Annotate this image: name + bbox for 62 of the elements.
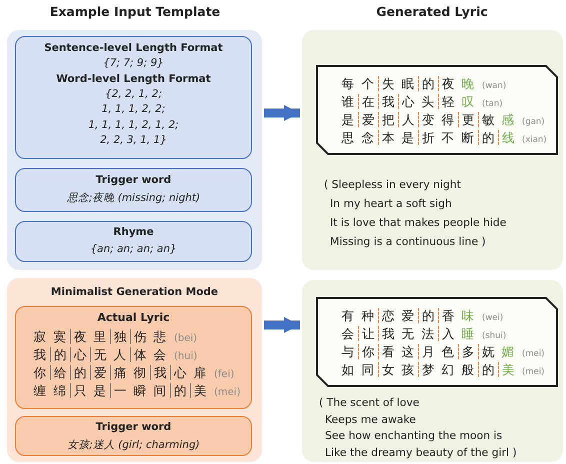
translation-line: Like the dreamy beauty of the girl ) bbox=[325, 446, 517, 458]
lyric-line: 会 让 我无法 入睡 bbox=[340, 326, 476, 341]
arrow bbox=[264, 105, 300, 121]
card-value: {an; an; an; an} bbox=[89, 243, 178, 255]
translation-line: ( Sleepless in every night bbox=[324, 178, 461, 191]
panel-heading: Minimalist Generation Mode bbox=[50, 286, 220, 298]
column-heading: Generated Lyric bbox=[376, 4, 488, 19]
card-heading: Trigger word bbox=[94, 421, 172, 433]
lyric-line: 思念 本是 折不断 的 线 bbox=[338, 130, 518, 145]
pinyin-note: (xian) bbox=[522, 135, 547, 145]
lyric-line: 如同 女孩 梦幻般 的 美 bbox=[338, 362, 518, 377]
pinyin-note: (wei) bbox=[482, 313, 504, 323]
lyric-line: 与 你 看这 月色 多 妩媚 bbox=[340, 344, 516, 359]
pinyin-note: (tan) bbox=[482, 99, 503, 109]
card-value: 1, 1, 1, 2, 2; bbox=[100, 103, 166, 116]
pinyin-note: (mei) bbox=[522, 367, 545, 377]
lyric-frame bbox=[15, 306, 252, 409]
input-card bbox=[15, 416, 252, 456]
translation-line: Missing is a continuous line ) bbox=[330, 235, 486, 248]
card-value: 女孩;迷人 (girl; charming) bbox=[66, 438, 201, 452]
translation-line: It is love that makes people hide bbox=[330, 216, 506, 229]
panel bbox=[7, 30, 262, 270]
lyric-line: 寂寞 夜里 独 伤悲 bbox=[32, 329, 168, 344]
column-heading: Example Input Template bbox=[50, 4, 220, 19]
input-card bbox=[15, 221, 252, 262]
card-value: 2, 2, 3, 1, 1} bbox=[99, 134, 168, 146]
input-card bbox=[15, 168, 252, 212]
card-value: 思念;夜晚 (missing; night) bbox=[66, 191, 202, 205]
card-heading: Sentence-level Length Format bbox=[43, 42, 224, 54]
pinyin-note: (wan) bbox=[482, 81, 506, 91]
lyric-frame bbox=[316, 65, 558, 155]
translation-line: In my heart a soft sigh bbox=[330, 197, 452, 210]
card-heading: Trigger word bbox=[94, 174, 172, 186]
lyric-line: 有种 恋爱 的 香味 bbox=[340, 308, 476, 323]
card-heading: Rhyme bbox=[112, 226, 155, 238]
pinyin-note: (fei) bbox=[214, 369, 234, 380]
panel bbox=[302, 30, 563, 270]
card-heading: Word-level Length Format bbox=[55, 72, 212, 85]
translation-line: ( The scent of love bbox=[319, 396, 420, 409]
input-card bbox=[15, 36, 252, 159]
lyric-line: 你 给 的 爱 痛彻 我 心扉 bbox=[32, 365, 208, 380]
pinyin-note: (shui) bbox=[482, 331, 506, 341]
panel bbox=[302, 280, 563, 462]
pinyin-note: (gan) bbox=[522, 117, 545, 127]
lyric-line: 每个 失眠 的 夜晚 bbox=[340, 76, 476, 91]
pinyin-note: (bei) bbox=[174, 333, 198, 344]
pinyin-note: (hui) bbox=[174, 351, 198, 362]
translation-line: Keeps me awake bbox=[325, 412, 416, 426]
card-value: {2, 2, 1, 2; bbox=[104, 88, 163, 100]
lyric-frame bbox=[316, 297, 558, 387]
lyric-line: 是 爱 把 人 变得 更 敏感 bbox=[340, 112, 516, 127]
lyric-line: 谁 在 我 心头 轻叹 bbox=[340, 94, 476, 109]
panel bbox=[7, 278, 262, 462]
arrow bbox=[264, 317, 300, 333]
card-value: {7; 7; 9; 9} bbox=[102, 57, 165, 70]
card-value: 1, 1, 1, 1, 2, 1, 2; bbox=[87, 118, 180, 130]
lyric-line: 我 的 心 无人 体会 bbox=[32, 347, 168, 362]
pinyin-note: (mei) bbox=[522, 349, 545, 359]
lyric-line: 缠绵 只是 一瞬间 的 美 bbox=[30, 383, 210, 398]
translation-line: See how enchanting the moon is bbox=[325, 429, 502, 442]
pinyin-note: (mei) bbox=[214, 387, 240, 398]
card-heading: Actual Lyric bbox=[96, 311, 171, 324]
